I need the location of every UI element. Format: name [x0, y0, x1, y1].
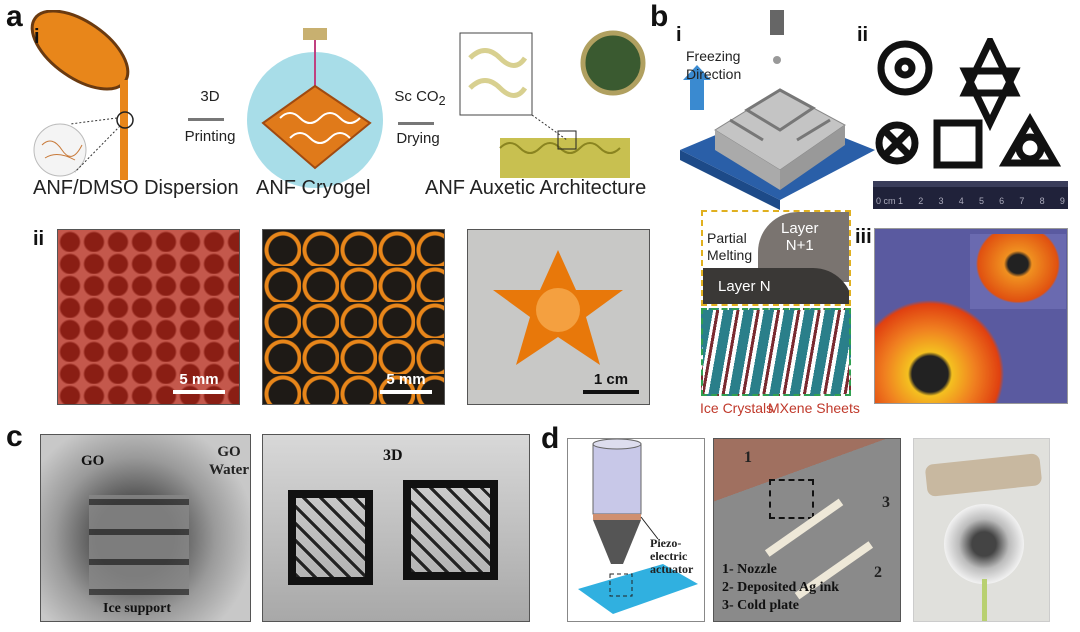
ice-mxene-inset	[701, 308, 851, 396]
legend-item: 3- Cold plate	[722, 598, 799, 613]
direction-text: Direction	[686, 66, 742, 82]
subpanel-label-a-i: i	[34, 26, 40, 48]
mxene-sheets-label: MXene Sheets	[768, 400, 860, 416]
freeze-printing-illustration	[680, 10, 875, 210]
ruler-tick: 3	[938, 196, 944, 206]
honeycomb-photo: 5 mm	[57, 229, 240, 405]
subpanel-label-a-ii: ii	[33, 228, 45, 250]
n1-text: N+1	[785, 237, 814, 254]
auxetic-illustration	[459, 30, 646, 178]
step-drying-label: Drying	[396, 130, 440, 147]
ruler-tick: 0 cm 1	[876, 196, 904, 206]
go-water-label: GO Water	[209, 443, 249, 479]
panel-label-c: c	[6, 420, 23, 453]
go-lattice	[89, 495, 189, 595]
scale-bar: 5 mm	[173, 371, 225, 394]
scco2-subscript: 2	[438, 94, 446, 108]
layer-n-shape	[703, 268, 849, 304]
ruler: 0 cm 1 2 3 4 5 6 7 8 9	[873, 181, 1068, 209]
caption-anf-auxetic: ANF Auxetic Architecture	[425, 177, 647, 199]
dandelion-head	[944, 504, 1024, 584]
ruler-tick: 9	[1059, 196, 1065, 206]
scale-label: 1 cm	[593, 371, 629, 388]
flower-inset	[970, 234, 1066, 309]
water-text: Water	[209, 462, 249, 478]
go-label: GO	[81, 453, 105, 469]
dandelion-photo	[913, 438, 1050, 622]
cube-1	[288, 490, 373, 585]
legend: 1- Nozzle 2- Deposited Ag ink 3- Cold plat…	[722, 561, 839, 615]
go-ice-photo: GO GO Water Ice support	[40, 434, 251, 622]
panel-label-a: a	[6, 0, 23, 33]
3d-label: 3D	[383, 447, 403, 464]
melting-text: Melting	[707, 247, 753, 263]
panel-label-b: b	[650, 0, 669, 33]
ruler-tick: 2	[918, 196, 924, 206]
subpanel-label-b-iii: iii	[855, 226, 872, 248]
step-printing-label: Printing	[184, 128, 236, 145]
scale-label: 5 mm	[386, 371, 426, 388]
layer-text: Layer	[781, 220, 819, 237]
nozzle-box	[769, 479, 814, 519]
arrow-icon	[188, 118, 224, 121]
ruler-tick: 4	[958, 196, 964, 206]
ruler-tick: 8	[1039, 196, 1045, 206]
auxetic-photo: 5 mm	[262, 229, 445, 405]
partial-text: Partial	[707, 230, 747, 246]
electric-text: electric	[650, 549, 688, 563]
actuator-text: actuator	[650, 562, 694, 576]
ice-crystals-label: Ice Crystals	[700, 400, 774, 416]
subpanel-label-b-ii: ii	[857, 24, 869, 46]
ruler-tick: 6	[999, 196, 1005, 206]
step-3d-label: 3D	[200, 88, 220, 105]
flower	[875, 299, 1005, 403]
bottle-illustration	[30, 10, 134, 180]
subpanel-label-b-i: i	[676, 24, 682, 46]
ag-ink-photo: 1 2 3 1- Nozzle 2- Deposited Ag ink 3- Col…	[713, 438, 901, 622]
piezo-text: Piezo-	[650, 536, 682, 550]
flower-photo	[874, 228, 1068, 404]
step-scco2-label: Sc CO2	[390, 88, 450, 108]
dandelion-stem	[982, 579, 987, 621]
marker-1: 1	[744, 449, 752, 466]
caption-anf-cryogel: ANF Cryogel	[256, 177, 371, 199]
aerogel-block	[924, 453, 1043, 497]
printed-shapes	[875, 38, 1062, 169]
scale-bar: 1 cm	[583, 371, 639, 394]
ice-support-label: Ice support	[103, 601, 172, 616]
3d-cubes-photo: 3D	[262, 434, 530, 622]
panel-label-d: d	[541, 422, 560, 455]
scale-label: 5 mm	[179, 371, 219, 388]
ruler-tick: 5	[978, 196, 984, 206]
layer-n-label: Layer N	[718, 278, 771, 295]
marker-3: 3	[882, 494, 890, 511]
go-text: GO	[217, 444, 241, 460]
freezing-text: Freezing	[686, 48, 741, 64]
marker-2: 2	[874, 564, 882, 581]
scco2-text: Sc CO	[394, 88, 439, 105]
scale-bar: 5 mm	[380, 371, 432, 394]
caption-anf-dmso: ANF/DMSO Dispersion	[33, 177, 239, 199]
legend-item: 2- Deposited Ag ink	[722, 580, 840, 595]
snowflake-photo: 1 cm	[467, 229, 650, 405]
ruler-tick: 7	[1019, 196, 1025, 206]
arrow-icon	[398, 122, 434, 125]
cryogel-illustration	[247, 28, 383, 188]
cube-2	[403, 480, 498, 580]
legend-item: 1- Nozzle	[722, 562, 777, 577]
